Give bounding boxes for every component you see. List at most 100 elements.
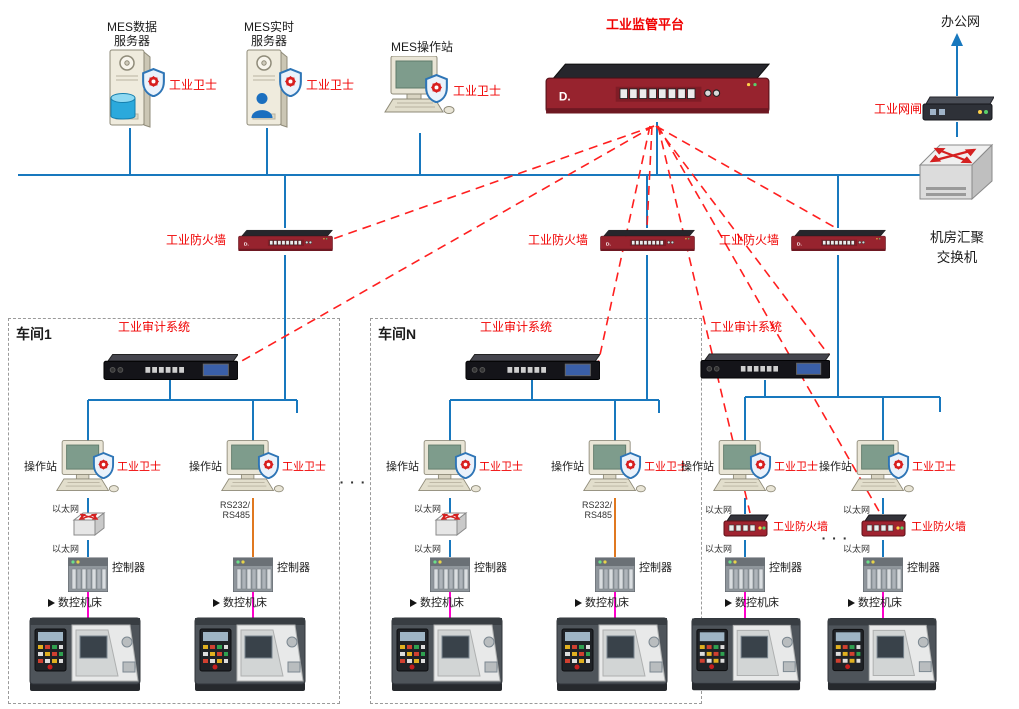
- guard-label: 工业卫士: [479, 461, 523, 473]
- operator-station-label: 操作站: [189, 461, 222, 473]
- cnc-machine-label: 数控机床: [213, 594, 267, 610]
- machine-arrow-icon: [410, 599, 417, 608]
- audit-system-icon: [465, 353, 600, 381]
- cnc-machine-icon: [391, 617, 503, 692]
- guard-shield-icon: [749, 452, 772, 479]
- mini-firewall-icon: [723, 514, 769, 537]
- guard-shield-icon: [454, 452, 477, 479]
- ethernet-label: 以太网: [52, 504, 80, 514]
- audit-system-label: 工业审计系统: [480, 320, 553, 334]
- workshop-1-box: [8, 318, 340, 704]
- firewall-3-label: 工业防火墙: [719, 233, 780, 247]
- guard-shield-icon: [142, 68, 165, 97]
- guard-label: 工业卫士: [282, 461, 326, 473]
- controller-label: 控制器: [112, 562, 145, 574]
- mini-firewall-icon: [861, 514, 907, 537]
- cnc-machine-text: 数控机床: [420, 597, 464, 609]
- machine-arrow-icon: [725, 599, 732, 608]
- mini-firewall-label: 工业防火墙: [911, 521, 966, 533]
- guard-label: 工业卫士: [453, 84, 502, 98]
- ethernet-label: 以太网: [414, 504, 442, 514]
- firewall-1-icon: [238, 229, 333, 252]
- guard-shield-icon: [887, 452, 910, 479]
- mini-switch-icon: [73, 512, 105, 536]
- firewall-1-label: 工业防火墙: [166, 233, 227, 247]
- office-network-label: 办公网: [941, 14, 981, 29]
- platform-label: 工业监管平台: [606, 17, 685, 32]
- cnc-machine-text: 数控机床: [223, 597, 267, 609]
- guard-label: 工业卫士: [912, 461, 956, 473]
- guard-label: 工业卫士: [117, 461, 161, 473]
- operator-station-label: 操作站: [24, 461, 57, 473]
- cnc-machine-icon: [556, 617, 668, 692]
- workshop-n-title: 车间N: [378, 326, 417, 342]
- controller-label: 控制器: [474, 562, 507, 574]
- guard-shield-icon: [279, 68, 302, 97]
- machine-arrow-icon: [213, 599, 220, 608]
- database-icon: [110, 93, 136, 120]
- ethernet-label: 以太网: [843, 544, 871, 554]
- operator-person-icon: [251, 93, 273, 118]
- guard-shield-icon: [425, 74, 448, 103]
- serial-label: RS232/ RS485: [219, 500, 250, 520]
- aggregation-switch-label: 机房汇聚 交换机: [930, 230, 984, 265]
- cnc-machine-text: 数控机床: [735, 597, 779, 609]
- guard-label: 工业卫士: [644, 461, 688, 473]
- cnc-machine-label: 数控机床: [48, 594, 102, 610]
- mes-rt-server-label: MES实时 服务器: [243, 20, 294, 49]
- ethernet-label: 以太网: [705, 505, 733, 515]
- gateway-label: 工业网闸: [874, 102, 923, 116]
- audit-system-icon: [103, 353, 238, 381]
- cnc-machine-icon: [194, 617, 306, 692]
- controller-label: 控制器: [907, 562, 940, 574]
- guard-shield-icon: [92, 452, 115, 479]
- audit-system-icon: [700, 353, 830, 379]
- operator-station-label: 操作站: [551, 461, 584, 473]
- supervision-platform-icon: [545, 63, 770, 115]
- ethernet-label: 以太网: [414, 544, 442, 554]
- cnc-machine-text: 数控机床: [585, 597, 629, 609]
- cnc-machine-label: 数控机床: [848, 594, 902, 610]
- cnc-machine-label: 数控机床: [575, 594, 629, 610]
- audit-system-label: 工业审计系统: [710, 320, 783, 334]
- guard-label: 工业卫士: [306, 78, 355, 92]
- cnc-machine-label: 数控机床: [410, 594, 464, 610]
- machine-arrow-icon: [848, 599, 855, 608]
- mes-station-label: MES操作站: [390, 40, 453, 54]
- guard-label: 工业卫士: [774, 461, 818, 473]
- controller-label: 控制器: [769, 562, 802, 574]
- guard-shield-icon: [257, 452, 280, 479]
- controller-label: 控制器: [277, 562, 310, 574]
- firewall-2-icon: [600, 229, 695, 252]
- aggregation-switch-icon: [918, 143, 994, 201]
- operator-station-label: 操作站: [386, 461, 419, 473]
- ethernet-label: 以太网: [52, 544, 80, 554]
- operator-station-label: 操作站: [681, 461, 714, 473]
- plc-controller-icon: [863, 557, 903, 592]
- gateway-icon: [922, 96, 994, 121]
- plc-controller-icon: [595, 557, 635, 592]
- machine-arrow-icon: [575, 599, 582, 608]
- cnc-machine-icon: [29, 617, 141, 692]
- mini-firewall-label: 工业防火墙: [773, 521, 828, 533]
- plc-controller-icon: [233, 557, 273, 592]
- machine-arrow-icon: [48, 599, 55, 608]
- cnc-machine-text: 数控机床: [858, 597, 902, 609]
- cnc-machine-text: 数控机床: [58, 597, 102, 609]
- firewall-2-label: 工业防火墙: [528, 233, 589, 247]
- operator-station-label: 操作站: [819, 461, 852, 473]
- cnc-machine-label: 数控机床: [725, 594, 779, 610]
- guard-label: 工业卫士: [169, 78, 218, 92]
- ellipsis: · · ·: [821, 530, 849, 546]
- cnc-machine-icon: [827, 618, 937, 691]
- workshop-n-box: [370, 318, 702, 704]
- cnc-machine-icon: [691, 618, 801, 691]
- workshop-1-title: 车间1: [16, 326, 52, 342]
- serial-label: RS232/ RS485: [581, 500, 612, 520]
- guard-shield-icon: [619, 452, 642, 479]
- plc-controller-icon: [68, 557, 108, 592]
- audit-system-label: 工业审计系统: [118, 320, 191, 334]
- firewall-3-icon: [791, 229, 886, 252]
